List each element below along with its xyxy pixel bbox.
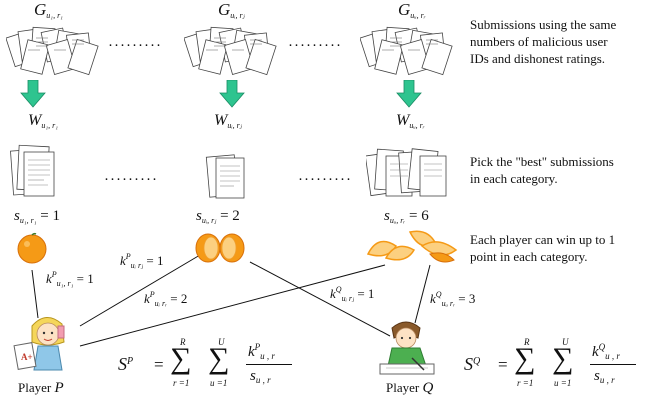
edge-line-p1 — [31, 269, 39, 319]
sum-lower-limit: r =1 — [517, 378, 534, 388]
edge-label-q1: kQuᵢ rⱼ = 1 — [330, 285, 375, 303]
ellipsis-dots: ········· — [108, 38, 162, 54]
down-arrow-icon — [396, 80, 422, 108]
document-stack-icon — [360, 26, 453, 76]
group-label-3: Guᵤ, rᵣ — [398, 0, 426, 20]
sum-upper-limit: U — [562, 337, 569, 347]
sum-upper-limit: R — [524, 337, 530, 347]
fraction-denominator: su , r — [594, 368, 615, 385]
edge-label-p1: kPu₁, r₁ = 1 — [46, 270, 94, 288]
orange-halves-icon — [195, 233, 245, 263]
orange-slices-icon — [366, 230, 458, 263]
summation-sign: ∑ — [170, 342, 192, 375]
winner-label-3: Wuᵤ, rᵣ — [396, 112, 425, 130]
score-lhs: SP — [118, 354, 134, 374]
fraction-denominator: su , r — [250, 368, 271, 385]
score-formula-q: SQ = R ∑ r =1 U ∑ u =1 kQu , r su , r — [464, 336, 644, 398]
down-arrow-icon — [219, 80, 245, 108]
down-arrow-icon — [20, 80, 46, 108]
count-label-1: su₁, r₁ = 1 — [14, 208, 60, 225]
fraction-bar — [590, 364, 636, 365]
sum-lower-limit: r =1 — [173, 378, 190, 388]
note-submissions: Submissions using the same numbers of ma… — [470, 17, 617, 66]
orange-icon — [17, 232, 47, 264]
count-label-2: suᵢ, rⱼ = 2 — [196, 208, 240, 225]
selected-documents-icon — [366, 148, 447, 197]
sum-lower-limit: u =1 — [210, 378, 228, 388]
summation-sign: ∑ — [514, 342, 536, 375]
winner-label-1: Wu₁, r₁ — [28, 112, 59, 130]
count-label-3: suᵤ, rᵣ = 6 — [384, 208, 429, 225]
player-q-label: Player Q — [386, 380, 434, 396]
ellipsis-dots: ········· — [298, 172, 352, 188]
ellipsis-dots: ········· — [288, 38, 342, 54]
edge-line-q2 — [414, 264, 431, 324]
edge-label-p3: kPuᵢ rᵣ = 2 — [144, 290, 188, 308]
note-pick-best: Pick the "best" submissions in each cate… — [470, 154, 614, 186]
fraction-numerator: kQu , r — [592, 342, 620, 361]
ellipsis-dots: ········· — [104, 172, 158, 188]
score-lhs: SQ — [464, 354, 481, 374]
sum-upper-limit: U — [218, 337, 225, 347]
sum-upper-limit: R — [180, 337, 186, 347]
edge-line-q1 — [249, 261, 391, 337]
score-equals: = — [498, 355, 508, 374]
edge-label-q2: kQuᵤ rᵣ = 3 — [430, 290, 476, 308]
winner-label-2: Wuᵢ, rⱼ — [214, 112, 242, 130]
fraction-numerator: kPu , r — [248, 342, 275, 361]
sum-lower-limit: u =1 — [554, 378, 572, 388]
score-equals: = — [154, 355, 164, 374]
player-p-girl-icon: A+ — [13, 317, 65, 371]
svg-text:A+: A+ — [21, 352, 33, 362]
selected-documents-icon — [205, 154, 245, 199]
summation-sign: ∑ — [552, 342, 574, 375]
summation-sign: ∑ — [208, 342, 230, 375]
score-formula-p: SP = R ∑ r =1 U ∑ u =1 kPu , r su , r — [118, 336, 298, 398]
selected-documents-icon — [10, 144, 55, 197]
player-p-label: Player P — [18, 380, 64, 396]
document-stack-icon — [184, 26, 277, 76]
document-stack-icon — [6, 26, 99, 76]
group-label-1: Gu₁, r₁ — [34, 0, 63, 20]
edge-line-p2 — [79, 254, 201, 327]
edge-line-p3 — [79, 264, 386, 347]
fraction-bar — [246, 364, 292, 365]
edge-label-p2: kPuᵢ rⱼ = 1 — [120, 252, 164, 270]
player-q-boy-icon — [379, 321, 435, 375]
group-label-2: Guᵢ, rⱼ — [218, 0, 245, 20]
note-each-player: Each player can win up to 1 point in eac… — [470, 232, 616, 264]
